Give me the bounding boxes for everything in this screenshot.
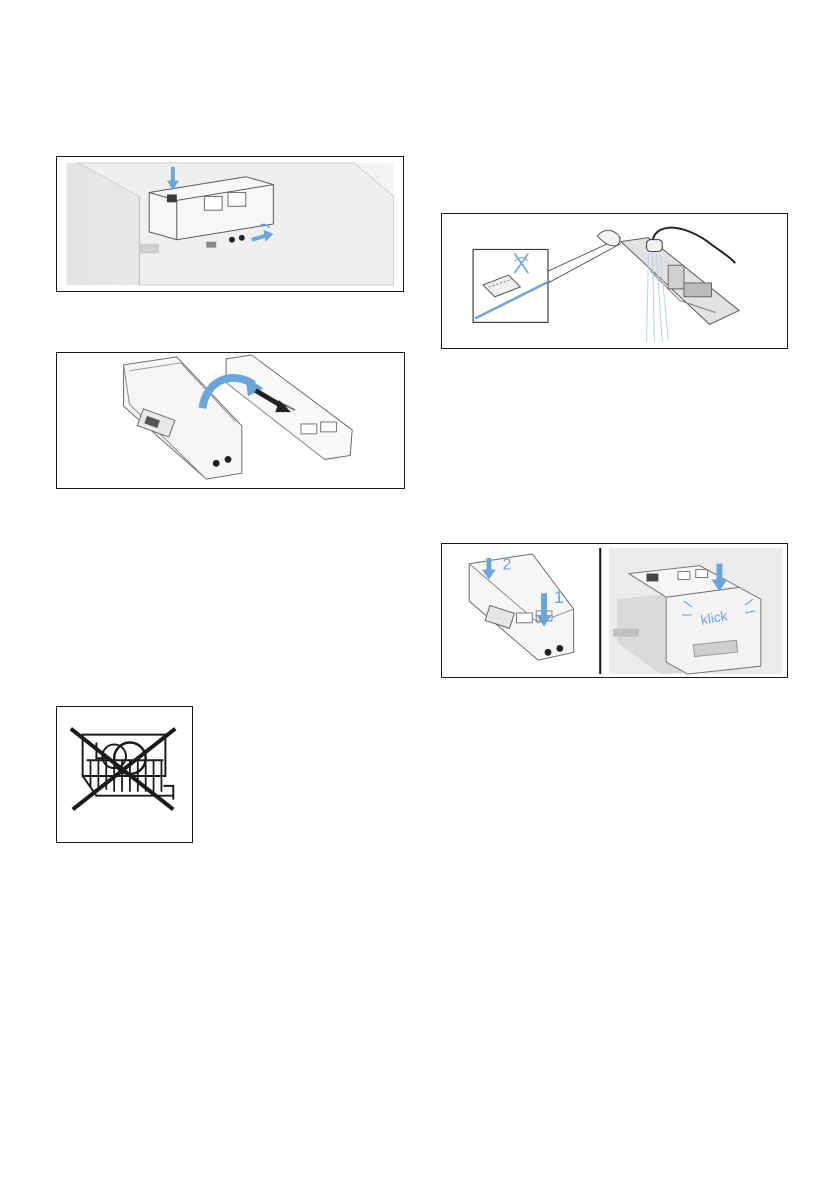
illustration-insert-drawer: 2 1 klick (442, 544, 787, 677)
figure-open-drawer (56, 156, 404, 292)
step-2-label: 2 (503, 557, 512, 574)
step-1-label: 1 (554, 587, 564, 607)
figure-rinse-insert (441, 213, 788, 349)
figure-not-dishwasher-safe (56, 706, 193, 843)
figure-insert-drawer: 2 1 klick (441, 543, 788, 678)
figure-flip-insert (56, 352, 405, 489)
illustration-rinse-insert (442, 214, 787, 348)
illustration-flip-insert (57, 353, 404, 488)
illustration-open-drawer (57, 157, 403, 291)
dishwasher-crossed-icon (57, 707, 192, 842)
